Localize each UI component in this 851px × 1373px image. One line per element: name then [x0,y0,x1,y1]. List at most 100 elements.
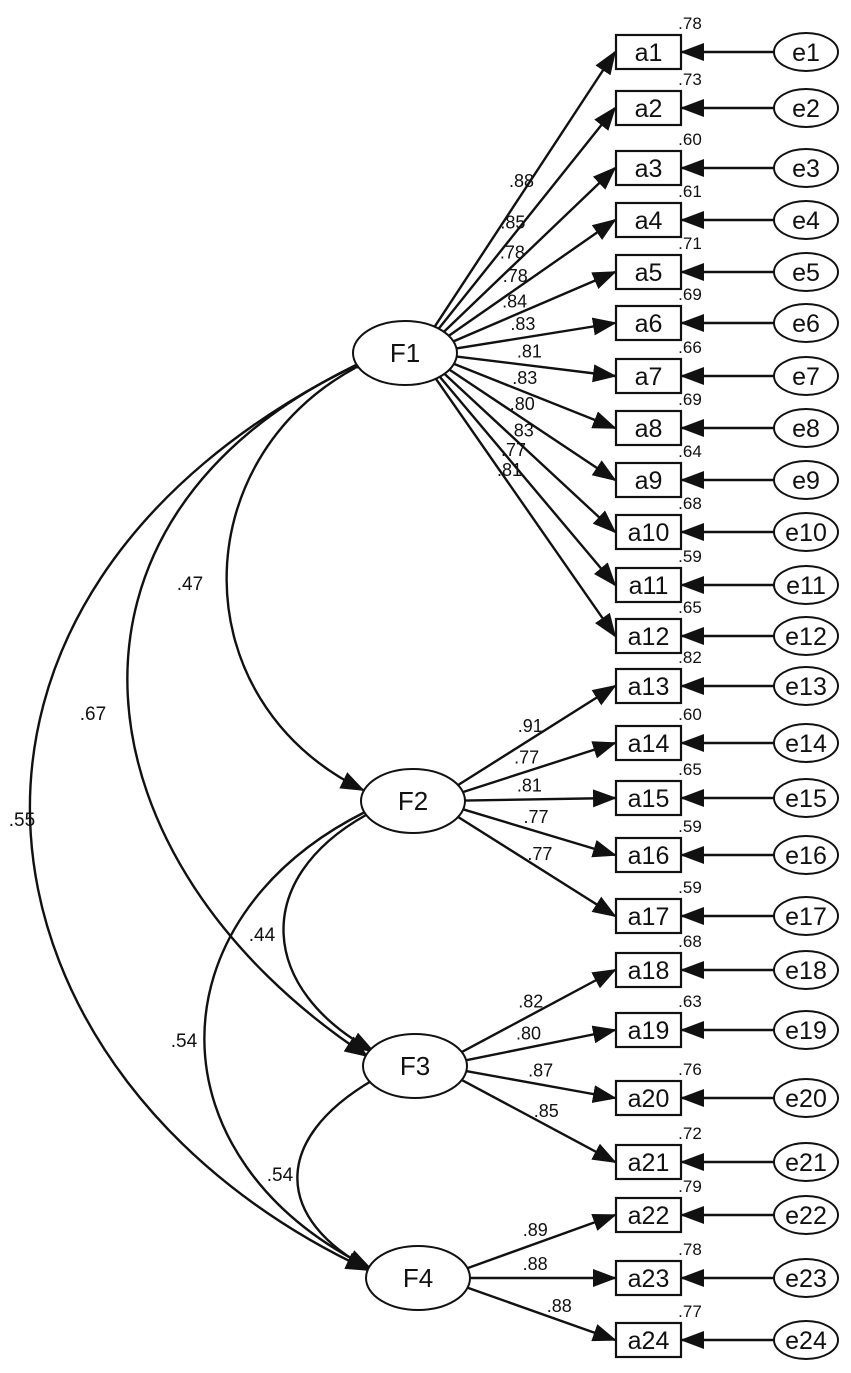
indicator-node: a20 [614,1079,683,1117]
loading-label: .88 [523,1254,548,1274]
indicator-box [614,566,683,604]
error-label: e14 [785,730,827,758]
error-node: e23 [773,1258,839,1298]
error-label: e8 [792,415,820,443]
error-label: e5 [792,259,820,287]
loading-path [456,684,617,787]
error-ellipse [773,616,839,656]
loading-path [455,355,617,383]
loading-path [447,368,617,482]
error-node: e15 [773,778,839,818]
error-ellipse [773,1258,839,1298]
indicator-label: a13 [628,673,670,701]
indicator-box [614,1011,683,1049]
loading-path [443,372,617,534]
loading-label: .83 [512,368,537,388]
error-node: e6 [773,303,839,343]
loading-path [456,815,617,918]
indicator-label: a5 [635,259,663,287]
error-label: e13 [785,673,827,701]
indicator-box [614,1259,683,1297]
r-squared-label: .63 [678,992,702,1011]
error-label: e2 [792,95,820,123]
error-ellipse [773,1010,839,1050]
error-ellipse [773,88,839,128]
error-ellipse [773,252,839,292]
factor-label: F4 [403,1263,433,1293]
error-ellipse [773,303,839,343]
indicator-node: a6 [614,304,683,342]
error-node: e7 [773,356,839,396]
indicator-box [614,617,683,655]
indicator-node: a1 [614,33,683,71]
indicator-node: a19 [614,1011,683,1049]
indicator-node: a21 [614,1143,683,1181]
factor-node: F2 [360,768,466,834]
loading-label: .81 [517,341,542,361]
indicator-box [614,1079,683,1117]
indicator-box [614,253,683,291]
indicator-node: a24 [614,1321,683,1359]
indicator-label: a15 [628,785,670,813]
loading-label: .91 [518,716,543,736]
correlation-label: .67 [80,704,106,725]
indicator-node: a16 [614,836,683,874]
indicator-node: a2 [614,89,683,127]
error-ellipse [773,565,839,605]
error-node: e21 [773,1142,839,1182]
r-squared-label: .60 [678,130,702,149]
loading-label: .78 [503,266,528,286]
error-label: e1 [792,39,820,67]
error-ellipse [773,408,839,448]
error-label: e10 [785,519,827,547]
error-node: e8 [773,408,839,448]
indicator-node: a23 [614,1259,683,1297]
loading-path [433,50,617,328]
loading-label: .80 [510,394,535,414]
error-ellipse [773,666,839,706]
error-node: e20 [773,1078,839,1118]
correlation-arc [126,348,379,1058]
r-squared-label: .82 [678,648,702,667]
error-ellipse [773,356,839,396]
loading-label: .81 [517,775,542,795]
indicator-box [614,836,683,874]
indicator-node: a10 [614,513,683,551]
r-squared-label: .79 [678,1177,702,1196]
error-ellipse [773,1078,839,1118]
r-squared-label: .60 [678,705,702,724]
indicator-node: a3 [614,149,683,187]
factor-ellipse [365,1245,471,1311]
indicator-label: a9 [635,467,663,495]
r-squared-label: .78 [678,14,702,33]
error-ellipse [773,835,839,875]
indicator-node: a22 [614,1196,683,1234]
error-label: e7 [792,363,820,391]
error-label: e6 [792,310,820,338]
indicator-box [614,951,683,989]
error-ellipse [773,32,839,72]
loading-label: .77 [524,807,549,827]
error-label: e3 [792,155,820,183]
loading-path [442,166,617,334]
error-ellipse [773,778,839,818]
factor-node: F1 [352,320,458,386]
loading-path [461,807,617,858]
factor-ellipse [362,1033,468,1099]
r-squared-label: .73 [678,70,702,89]
loading-path [460,1078,617,1164]
error-node: e18 [773,950,839,990]
r-squared-label: .68 [678,494,702,513]
loading-path [452,362,617,430]
indicator-node: a8 [614,409,683,447]
error-ellipse [773,200,839,240]
error-ellipse [773,148,839,188]
error-ellipse [773,950,839,990]
indicator-box [614,779,683,817]
indicator-node: a9 [614,461,683,499]
indicator-node: a7 [614,357,683,395]
error-ellipse [773,896,839,936]
error-node: e4 [773,200,839,240]
indicator-label: a8 [635,415,663,443]
indicator-box [614,1196,683,1234]
